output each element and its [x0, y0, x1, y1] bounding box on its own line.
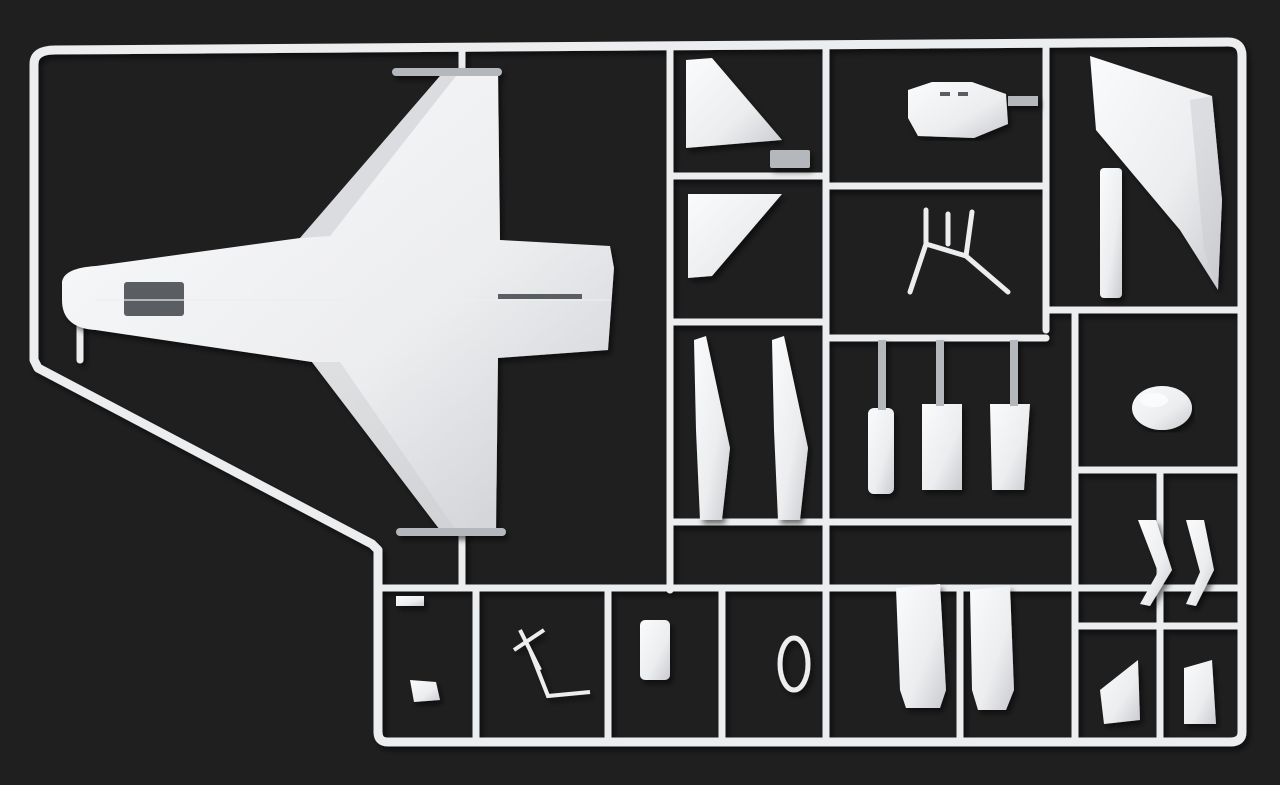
sprue-outer-frame — [29, 37, 1247, 747]
flap-parts — [1100, 520, 1216, 724]
landing-gear-part — [907, 207, 1011, 295]
small-parts — [396, 596, 811, 702]
canopy-part — [1132, 386, 1192, 430]
side-panel-parts — [694, 336, 808, 520]
bulkhead-part — [908, 82, 1038, 138]
stabilizer-parts — [686, 58, 810, 278]
sprue-runners — [76, 44, 1246, 746]
fuselage-half-part — [62, 68, 614, 536]
sprue-frame — [29, 37, 1247, 747]
nozzle-parts — [896, 584, 1014, 710]
wing-part — [1090, 56, 1222, 298]
intake-parts — [868, 340, 1030, 494]
